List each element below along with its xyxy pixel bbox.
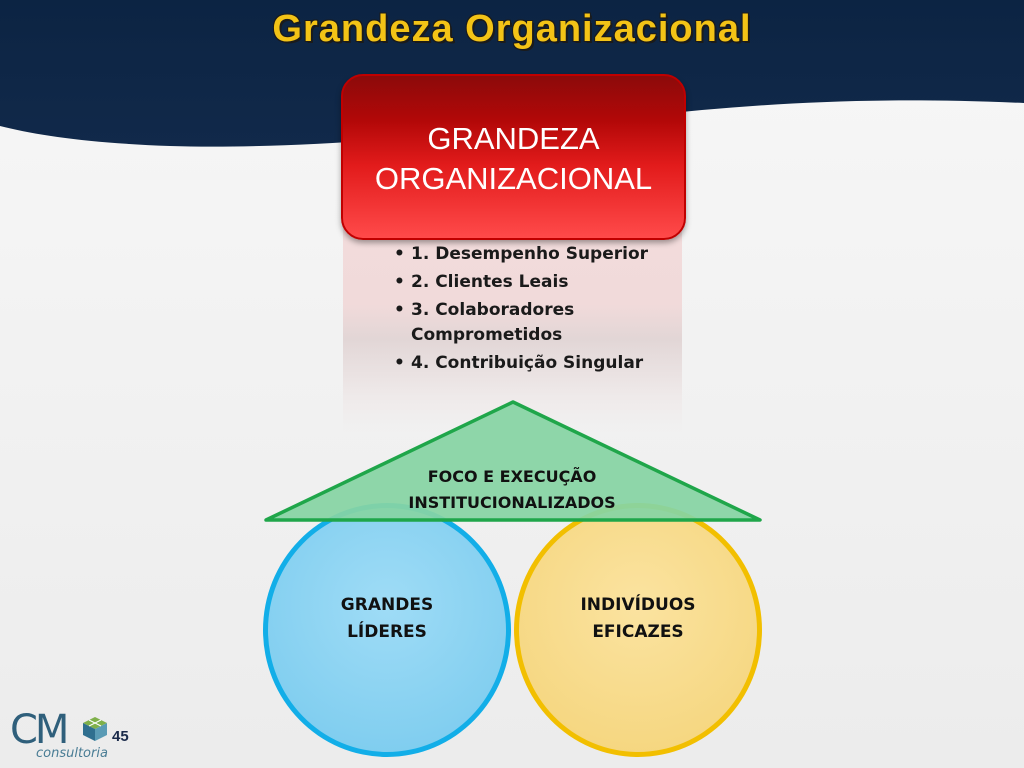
list-item: 2. Clientes Leais <box>392 270 662 295</box>
slide-title: Grandeza Organizacional <box>272 8 752 50</box>
leaders-circle: GRANDES LÍDERES <box>263 503 511 757</box>
logo-subtitle: consultoria <box>36 746 108 761</box>
individuals-circle: INDIVÍDUOS EFICAZES <box>514 503 762 757</box>
list-item: 1. Desempenho Superior <box>392 242 662 267</box>
page-number: 45 <box>112 728 129 745</box>
roof-triangle <box>264 400 762 522</box>
individuals-label: INDIVÍDUOS EFICAZES <box>580 595 696 642</box>
list-item: 4. Contribuição Singular <box>392 351 662 376</box>
list-item: 3. Colaboradores Comprometidos <box>392 298 662 348</box>
cube-icon <box>83 717 107 741</box>
roof-label: FOCO E EXECUÇÃO INSTITUCIONALIZADOS <box>408 467 616 512</box>
company-logo: CM consultoria <box>10 708 130 766</box>
results-list: 1. Desempenho Superior 2. Clientes Leais… <box>392 242 662 379</box>
grandeza-box: GRANDEZA ORGANIZACIONAL <box>341 74 686 240</box>
leaders-label: GRANDES LÍDERES <box>340 595 434 642</box>
logo-mark: CM <box>10 707 69 753</box>
grandeza-box-label: GRANDEZA ORGANIZACIONAL <box>374 121 653 196</box>
